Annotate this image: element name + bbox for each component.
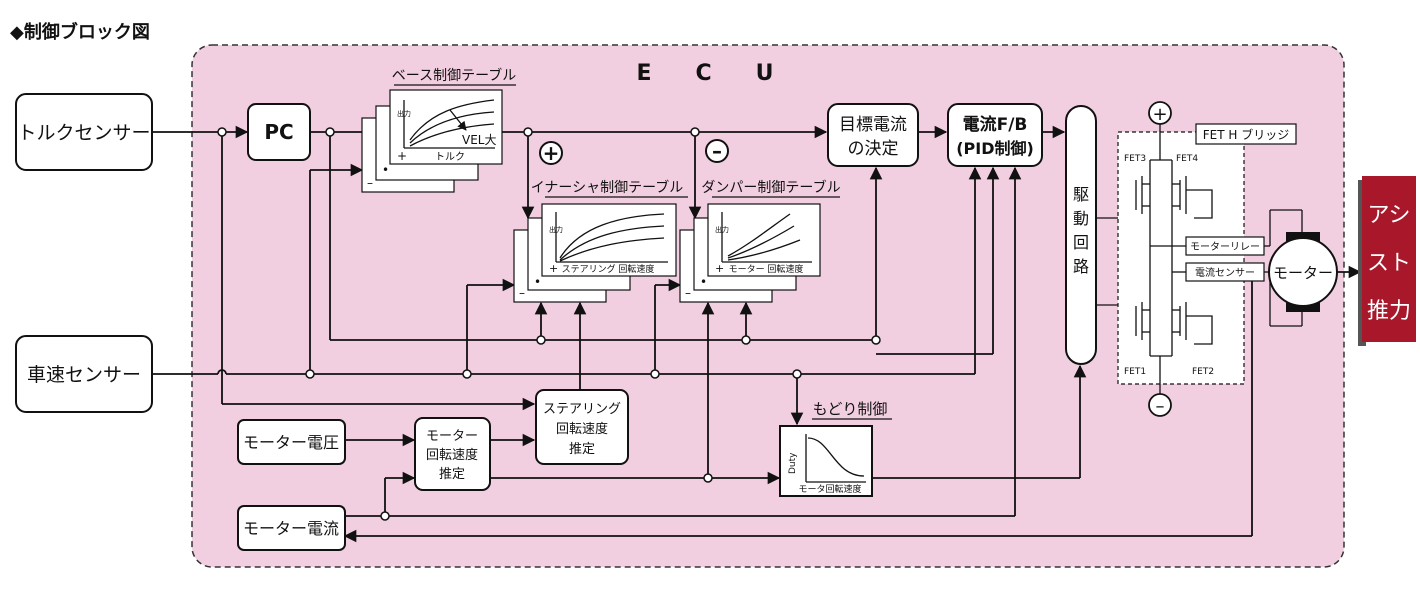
svg-text:モータ回転速度: モータ回転速度 xyxy=(798,483,861,495)
svg-text:モーター 回転速度: モーター 回転速度 xyxy=(729,263,804,275)
damper-table-title: ダンパー制御テーブル xyxy=(701,179,840,196)
speed-sensor-block: 車速センサー xyxy=(15,335,153,413)
svg-text:駆: 駆 xyxy=(1073,185,1089,204)
svg-text:車速センサー: 車速センサー xyxy=(27,364,141,386)
svg-text:アシ: アシ xyxy=(1367,203,1410,228)
svg-text:スト: スト xyxy=(1367,251,1411,276)
svg-text:VEL大: VEL大 xyxy=(462,133,496,147)
inertia-table-title: イナーシャ制御テーブル xyxy=(531,179,684,196)
svg-text:モーター電流: モーター電流 xyxy=(243,519,339,538)
svg-text:目標電流: 目標電流 xyxy=(839,115,907,135)
motor-block: モーター xyxy=(1268,232,1338,312)
svg-text:の決定: の決定 xyxy=(848,139,899,159)
ecu-label: E C U xyxy=(636,61,773,86)
svg-text:–: – xyxy=(519,286,525,300)
base-table-title: ベース制御テーブル xyxy=(392,67,516,84)
diagram-title: ◆制御ブロック図 xyxy=(10,21,150,43)
current-feedback-block: 電流F/B (PID制御) xyxy=(947,103,1043,167)
svg-text:–: – xyxy=(685,286,691,300)
svg-text:+: + xyxy=(715,262,724,275)
svg-text:Duty: Duty xyxy=(788,452,798,474)
base-control-table: ベース制御テーブル – • VEL大 出力 + トルク xyxy=(361,67,516,193)
svg-text:ステアリング: ステアリング xyxy=(543,402,621,417)
assist-output-block: アシ スト 推力 xyxy=(1358,176,1416,346)
motor-speed-estimate-block: モーター 回転速度 推定 xyxy=(414,417,491,491)
pc-block: PC xyxy=(247,103,311,161)
svg-text:+: + xyxy=(549,262,558,275)
svg-text:回転速度: 回転速度 xyxy=(556,421,608,437)
svg-text:•: • xyxy=(382,163,389,177)
return-control-table: もどり制御 Duty モータ回転速度 xyxy=(779,400,892,497)
motor-current-block: モーター電流 xyxy=(237,505,346,551)
svg-text:FET2: FET2 xyxy=(1192,367,1214,377)
svg-text:FET1: FET1 xyxy=(1124,367,1146,377)
svg-text:電流F/B: 電流F/B xyxy=(963,114,1028,135)
svg-text:モーター: モーター xyxy=(426,429,478,444)
svg-text:出力: 出力 xyxy=(397,109,411,118)
motor-voltage-block: モーター電圧 xyxy=(237,419,346,465)
svg-text:モーターリレー: モーターリレー xyxy=(1190,241,1260,253)
drive-circuit-block: 駆 動 回 路 xyxy=(1065,105,1097,365)
svg-text:回: 回 xyxy=(1073,233,1089,252)
steering-speed-estimate-block: ステアリング 回転速度 推定 xyxy=(535,389,629,465)
svg-text:ステアリング 回転速度: ステアリング 回転速度 xyxy=(562,263,655,275)
svg-text:•: • xyxy=(534,275,541,289)
svg-text:電流センサー: 電流センサー xyxy=(1195,266,1255,279)
svg-text:–: – xyxy=(1156,396,1165,417)
svg-text:+: + xyxy=(397,149,407,163)
svg-text:•: • xyxy=(700,275,707,289)
svg-text:(PID制御): (PID制御) xyxy=(956,139,1034,158)
svg-text:モーター電圧: モーター電圧 xyxy=(243,433,339,452)
svg-text:推力: 推力 xyxy=(1367,299,1411,324)
svg-text:路: 路 xyxy=(1073,257,1089,276)
bridge-title: FET H ブリッジ xyxy=(1203,127,1289,142)
fet-h-bridge: FET H ブリッジ + – FET3 FET4 FET1 FET2 xyxy=(1117,101,1303,417)
svg-text:–: – xyxy=(712,139,722,163)
svg-text:PC: PC xyxy=(264,120,293,144)
svg-text:動: 動 xyxy=(1073,209,1089,228)
signal-wires xyxy=(152,125,1362,543)
svg-text:+: + xyxy=(1152,104,1167,125)
torque-sensor-block: トルクセンサー xyxy=(15,93,153,171)
sum-plus-sign: + xyxy=(539,141,563,165)
damper-control-table: ダンパー制御テーブル – • 出力 + モーター 回転速度 xyxy=(679,179,841,303)
svg-text:トルクセンサー: トルクセンサー xyxy=(17,122,150,144)
inertia-control-table: イナーシャ制御テーブル – • 出力 + ステアリング 回転速度 xyxy=(513,179,688,303)
svg-text:モーター: モーター xyxy=(1273,264,1333,282)
svg-text:FET3: FET3 xyxy=(1124,154,1146,164)
svg-text:回転速度: 回転速度 xyxy=(426,447,478,463)
sum-minus-sign: – xyxy=(705,139,729,163)
svg-text:推定: 推定 xyxy=(569,442,595,457)
return-control-title: もどり制御 xyxy=(813,400,888,418)
svg-text:+: + xyxy=(543,141,560,165)
svg-text:出力: 出力 xyxy=(715,225,729,234)
svg-text:推定: 推定 xyxy=(439,467,465,482)
target-current-block: 目標電流 の決定 xyxy=(827,103,919,167)
svg-text:出力: 出力 xyxy=(549,225,563,234)
junction-dots xyxy=(217,127,881,521)
svg-text:–: – xyxy=(367,176,373,190)
svg-text:トルク: トルク xyxy=(435,151,465,163)
svg-text:FET4: FET4 xyxy=(1176,154,1198,164)
